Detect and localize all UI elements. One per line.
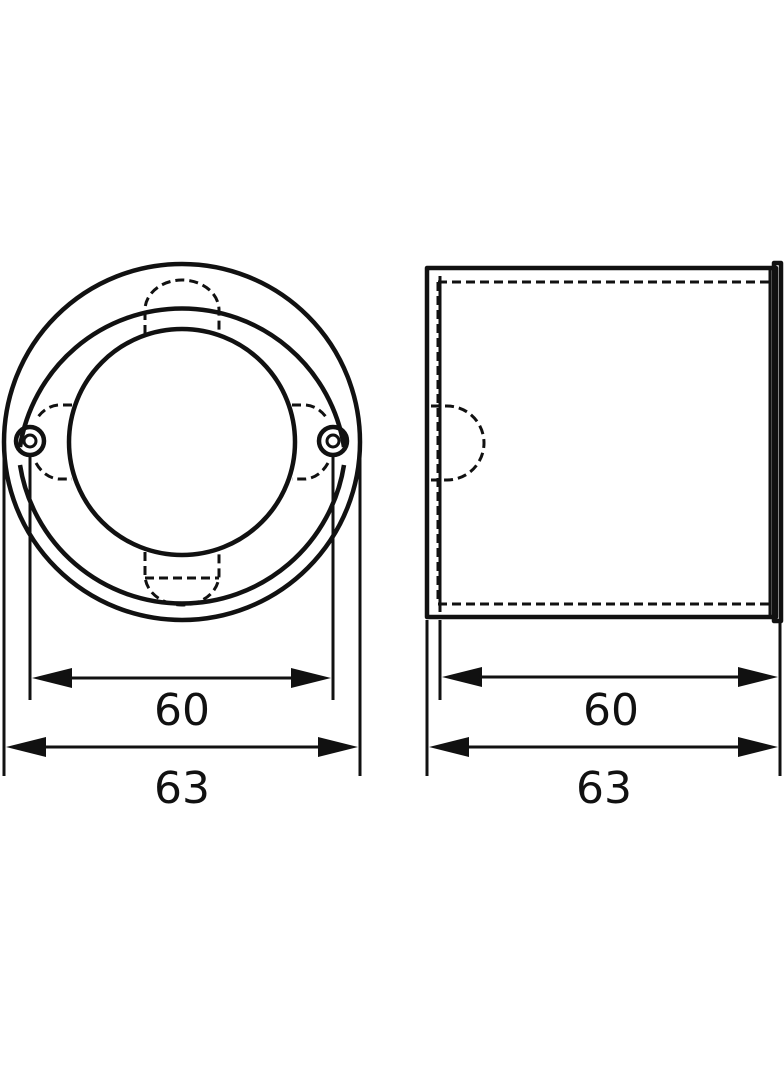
dimension-label-63: 63 [154,763,210,814]
arrowhead [32,668,72,688]
inner-ring [17,306,347,606]
front-flange [771,260,784,624]
box-body [424,265,779,620]
arrowhead [6,737,46,757]
arrowhead [429,737,469,757]
dimension-label-60: 60 [583,685,639,736]
knockout-top [143,278,221,334]
central-opening [66,326,298,558]
dimension-label-63: 63 [576,763,632,814]
knockout-right [292,403,330,481]
arrowhead [442,667,482,687]
arrowhead [738,737,778,757]
side-knockout [431,404,486,482]
dimension-label-60: 60 [154,685,210,736]
arrowhead [738,667,778,687]
hidden-inner-outline [438,280,770,606]
side-view: 60 63 [424,260,784,814]
arrowhead [291,668,331,688]
knockout-bottom [143,552,221,607]
arrowhead [318,737,358,757]
outer-rim [1,261,363,623]
front-view: 60 63 [1,261,363,814]
knockout-left [34,403,72,481]
